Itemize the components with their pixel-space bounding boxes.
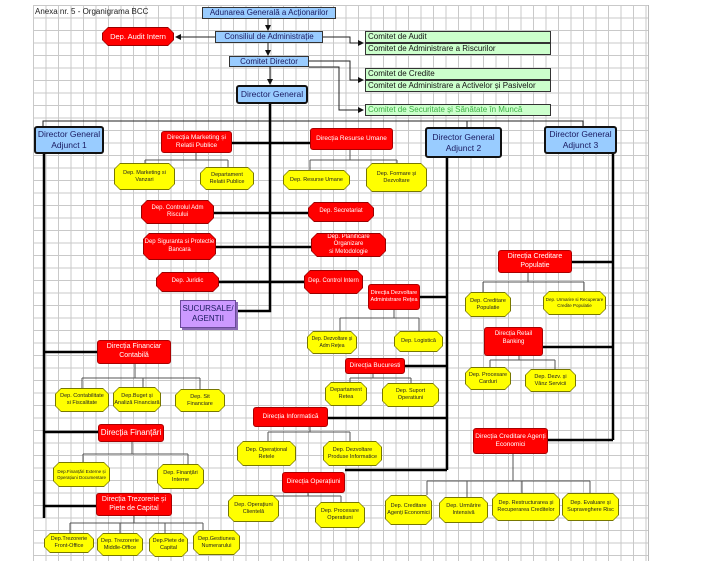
label: Departament Relatii Publice (201, 168, 253, 189)
dep-dezvoltare-vanzare-servicii[interactable]: Dep. Dezv. și Vânz Servicii (525, 369, 576, 392)
dep-situatii-financiare[interactable]: Dep. Sit Financiare (175, 389, 225, 412)
director-general-adjunct-3[interactable]: Director General Adjunct 3 (544, 126, 617, 154)
directia-creditare-populatie[interactable]: Direcția Creditare Populatie (498, 250, 572, 273)
dep-audit-intern[interactable]: Dep. Audit Intern (102, 27, 174, 46)
dep-juridic[interactable]: Dep. Juridic (156, 272, 219, 292)
label: Dep. Dezv. și Vânz Servicii (526, 370, 575, 391)
label: Dep. Procesare Operatiuni (316, 503, 364, 527)
label: Dep.Buget și Analiză Financiară (114, 388, 160, 411)
label: Dep.Trezorerie Front-Office (45, 534, 93, 552)
dep-piete-capital[interactable]: Dep.Piete de Capital (149, 533, 188, 557)
directia-finantari[interactable]: Direcția Finanțări (98, 424, 164, 442)
label: Dep. Trezorerie Middle-Office (98, 534, 142, 555)
directia-bucuresti[interactable]: Direcția Bucuresti (345, 358, 405, 374)
dep-relatii-publice[interactable]: Departament Relatii Publice (200, 167, 254, 190)
sheet-title: Anexa nr. 5 - Organigrama BCC (35, 7, 149, 16)
label: Dep Siguranta si Protectie Bancara (144, 234, 215, 259)
dep-dezvoltare-produse-informatice[interactable]: Dep. Dezvoltare Produse Informatice (323, 441, 382, 466)
label: Dep. Control Intern (305, 271, 362, 293)
dep-urmarire-intensiva[interactable]: Dep. Urmărire Intensivă (439, 497, 488, 523)
directia-resurse-umane[interactable]: Direcția Resurse Umane (310, 128, 393, 150)
dep-finantari-externe[interactable]: Dep.Finanțări Externe și Operațiuni Docu… (53, 462, 110, 487)
dep-resurse-umane[interactable]: Dep. Resurse Umane (283, 170, 350, 190)
dep-formare-dezvoltare[interactable]: Dep. Formare și Dezvoltare (366, 163, 427, 192)
label: Dep. Urmarire si Recuperare Credite Popu… (544, 292, 605, 314)
directia-financiar-contabila[interactable]: Direcția Financiar Contabilă (97, 340, 171, 364)
dep-audit-intern-label: Dep. Audit Intern (103, 28, 173, 45)
adunarea-generala-box[interactable]: Adunarea Generală a Acționarilor (202, 7, 336, 19)
dep-marketing-vanzari[interactable]: Dep. Marketing si Vanzari (114, 163, 175, 190)
dep-buget[interactable]: Dep.Buget și Analiză Financiară (113, 387, 161, 412)
label: Dep. Evaluare și Supraveghere Risc (563, 494, 618, 520)
directia-marketing[interactable]: Direcția Marketing și Relatii Publice (161, 131, 232, 153)
label: Dep. Operațiuni Clientelă (229, 496, 278, 521)
label: Dep. Procesare Carduri (466, 368, 510, 389)
comitet-riscuri[interactable]: Comitet de Administrare a Riscurilor (365, 43, 551, 55)
label: Dep. Controlul Adm Riscului (142, 201, 213, 223)
label: Dep. Planificare Organizare si Metodolog… (312, 234, 385, 256)
label: Dep. Marketing si Vanzari (115, 164, 174, 189)
comitet-director-box[interactable]: Comitet Director (229, 56, 309, 67)
dep-control-intern[interactable]: Dep. Control Intern (304, 270, 363, 294)
dep-operatiuni-clientela[interactable]: Dep. Operațiuni Clientelă (228, 495, 279, 522)
directia-dezvoltare-retea[interactable]: Direcția Dezvoltare Administrare Rețea (368, 284, 420, 310)
dep-trezorerie-middle-office[interactable]: Dep. Trezorerie Middle-Office (97, 533, 143, 556)
director-general-adjunct-2[interactable]: Director General Adjunct 2 (425, 127, 502, 158)
comitet-active-pasive[interactable]: Comitet de Administrare a Activelor și P… (365, 80, 551, 92)
director-general-adjunct-1[interactable]: Director General Adjunct 1 (34, 126, 104, 154)
label: Dep. Urmărire Intensivă (440, 498, 487, 522)
dep-controlul-riscului[interactable]: Dep. Controlul Adm Riscului (141, 200, 214, 224)
dep-gestiunea-numerarului[interactable]: Dep.Gestiunea Numerarului (193, 530, 240, 555)
departament-retea[interactable]: Departament Retea (325, 382, 367, 406)
label: Dep. Formare și Dezvoltare (367, 164, 426, 191)
label: Dep. Suport Operatiuni (383, 384, 438, 406)
label: Dep. Logistică (395, 332, 442, 351)
label: Dep. Dezvoltare Produse Informatice (324, 442, 381, 465)
dep-operational-retele[interactable]: Dep. Operațional Retele (237, 441, 296, 466)
directia-operatiuni[interactable]: Direcția Operațiuni (282, 472, 345, 493)
label: Dep.Finanțări Externe și Operațiuni Docu… (54, 463, 109, 486)
directia-creditare-agenti-economici[interactable]: Direcția Creditare Agenți Economici (473, 428, 548, 454)
label: Dep. Restructurarea și Recuperarea Credi… (493, 494, 559, 520)
label: Dep. Operațional Retele (238, 442, 295, 465)
label: Dep. Finanțări Interne (158, 465, 203, 488)
label: Dep. Creditare Populatie (466, 293, 510, 316)
label: Dep. Resurse Umane (284, 171, 349, 189)
label: Dep. Juridic (157, 273, 218, 291)
dep-secretariat[interactable]: Dep. Secretariat (308, 202, 374, 222)
dep-procesare-operatiuni[interactable]: Dep. Procesare Operatiuni (315, 502, 365, 528)
label: Dep.Piete de Capital (150, 534, 187, 556)
dep-creditare-populatie[interactable]: Dep. Creditare Populatie (465, 292, 511, 317)
comitet-audit[interactable]: Comitet de Audit (365, 31, 551, 43)
directia-trezorerie[interactable]: Direcția Trezorerie și Piete de Capital (96, 493, 172, 516)
dep-siguranta-protectie[interactable]: Dep Siguranta si Protectie Bancara (143, 233, 216, 260)
dep-planificare-organizare[interactable]: Dep. Planificare Organizare si Metodolog… (311, 233, 386, 257)
comitet-credite[interactable]: Comitet de Credite (365, 68, 551, 80)
label: Dep. Creditare Agenți Economici (386, 496, 431, 524)
directia-retail-banking[interactable]: Direcția Retail Banking (484, 327, 543, 356)
label: Departament Retea (326, 383, 366, 405)
consiliul-administratie-box[interactable]: Consiliul de Administrație (215, 31, 323, 43)
label: Dep. Dezvoltare și Adm Rețea (308, 332, 356, 353)
label: Dep. Sit Financiare (176, 390, 224, 411)
label: Dep.Gestiunea Numerarului (194, 531, 239, 554)
dep-trezorerie-front-office[interactable]: Dep.Trezorerie Front-Office (44, 533, 94, 553)
dep-contabilitate[interactable]: Dep. Contabilitate si Fiscalitate (55, 388, 109, 412)
director-general-box[interactable]: Director General (236, 85, 308, 104)
directia-informatica[interactable]: Direcția Informatică (253, 407, 328, 427)
dep-suport-operatiuni[interactable]: Dep. Suport Operatiuni (382, 383, 439, 407)
label: Dep. Contabilitate si Fiscalitate (56, 389, 108, 411)
dep-evaluare-supraveghere-risc[interactable]: Dep. Evaluare și Supraveghere Risc (562, 493, 619, 521)
comitet-securitate[interactable]: Comitet de Securitate și Sănătate în Mun… (365, 104, 551, 116)
label: Dep. Secretariat (309, 203, 373, 221)
dep-logistica[interactable]: Dep. Logistică (394, 331, 443, 352)
dep-creditare-agenti-economici[interactable]: Dep. Creditare Agenți Economici (385, 495, 432, 525)
dep-dezvoltare-adm-retea[interactable]: Dep. Dezvoltare și Adm Rețea (307, 331, 357, 354)
dep-finantari-interne[interactable]: Dep. Finanțări Interne (157, 464, 204, 489)
sucursale-agentii[interactable]: SUCURSALE/ AGENTII (180, 300, 236, 328)
dep-restructurare-recuperare[interactable]: Dep. Restructurarea și Recuperarea Credi… (492, 493, 560, 521)
dep-procesare-carduri[interactable]: Dep. Procesare Carduri (465, 367, 511, 390)
dep-urmarire-recuperare-populatie[interactable]: Dep. Urmarire si Recuperare Credite Popu… (543, 291, 606, 315)
